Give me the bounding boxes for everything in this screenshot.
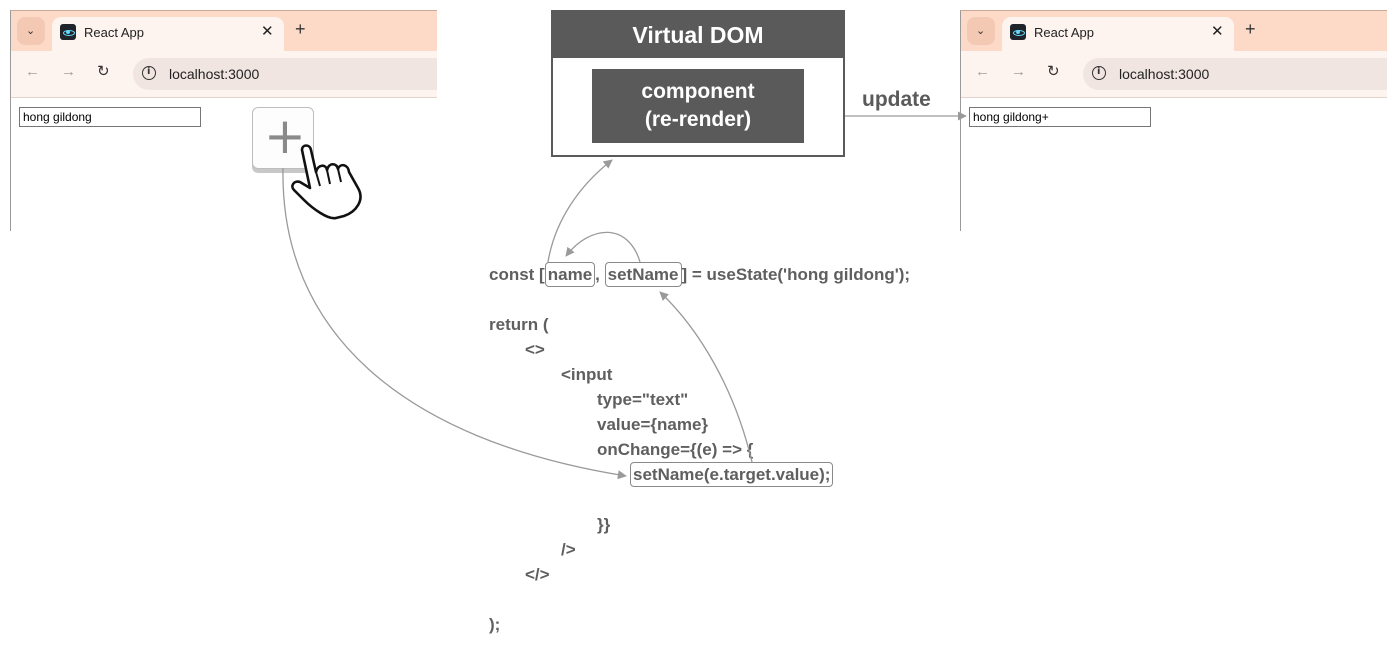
code-usestate-call: ] = useState('hong gildong');	[681, 265, 911, 284]
reload-icon[interactable]: ↻	[97, 63, 110, 80]
re-render-label: (re-render)	[644, 108, 752, 131]
browser-tab[interactable]: React App ✕	[1002, 17, 1234, 51]
code-onchange-attr: onChange={(e) => {	[597, 440, 754, 459]
browser-tab[interactable]: React App ✕	[52, 17, 284, 51]
tab-title: React App	[1034, 25, 1094, 40]
reload-icon[interactable]: ↻	[1047, 63, 1060, 80]
close-icon[interactable]: ✕	[261, 23, 274, 40]
name-input[interactable]: hong gildong	[19, 107, 201, 127]
key-to-handler-arrow	[282, 167, 627, 480]
name-highlight: name	[544, 262, 596, 287]
handler-to-setname-arrow	[659, 291, 753, 463]
tab-title: React App	[84, 25, 144, 40]
back-arrow-icon[interactable]: ←	[25, 63, 40, 80]
code-return-open: return (	[489, 315, 549, 334]
code-comma: ,	[595, 265, 600, 284]
name-to-vdom-arrow	[547, 159, 613, 263]
setname-call-highlight: setName(e.target.value);	[630, 462, 834, 487]
code-fragment-close: </>	[525, 565, 550, 584]
virtual-dom-title: Virtual DOM	[553, 12, 843, 58]
pointing-hand-icon	[291, 144, 362, 220]
tab-search-button[interactable]: ⌄	[967, 17, 995, 45]
chevron-down-icon: ⌄	[976, 24, 986, 37]
code-const: const [	[489, 265, 545, 284]
setname-highlight: setName	[604, 262, 682, 287]
address-bar[interactable]: localhost:3000	[1083, 58, 1387, 90]
plus-key-label: +	[264, 107, 306, 165]
react-logo-icon	[1010, 24, 1026, 40]
component-box: component (re-render)	[592, 69, 804, 143]
forward-arrow-icon[interactable]: →	[1011, 63, 1026, 80]
code-close-braces: }}	[597, 515, 611, 534]
code-value-attr: value={name}	[597, 415, 709, 434]
code-self-close: />	[561, 540, 576, 559]
chevron-down-icon: ⌄	[26, 24, 36, 37]
react-logo-icon	[60, 24, 76, 40]
url-text: localhost:3000	[1119, 66, 1210, 82]
code-input-open: <input	[561, 365, 613, 384]
code-type-attr: type="text"	[597, 390, 689, 409]
new-tab-icon[interactable]: +	[295, 19, 306, 39]
info-icon[interactable]	[142, 66, 156, 80]
code-line-usestate: const [name, setName] = useState('hong g…	[489, 262, 911, 287]
component-label: component	[641, 80, 755, 103]
virtual-dom-box: Virtual DOM component (re-render)	[551, 10, 845, 157]
new-tab-icon[interactable]: +	[1245, 19, 1256, 39]
browser-after: ⌄ React App ✕ + ← → ↻ localhost:3000 hon…	[960, 10, 1387, 231]
code-setname-call: setName(e.target.value);	[630, 462, 834, 487]
code-fragment-open: <>	[525, 340, 545, 359]
browser-toolbar: ← → ↻ localhost:3000	[961, 51, 1387, 98]
info-icon[interactable]	[1092, 66, 1106, 80]
tab-strip: ⌄ React App ✕ +	[961, 11, 1387, 51]
code-return-close: );	[489, 615, 501, 634]
address-bar[interactable]: localhost:3000	[133, 58, 437, 90]
url-text: localhost:3000	[169, 66, 260, 82]
tab-strip: ⌄ React App ✕ +	[11, 11, 437, 51]
close-icon[interactable]: ✕	[1211, 23, 1224, 40]
tab-search-button[interactable]: ⌄	[17, 17, 45, 45]
name-input-updated[interactable]: hong gildong+	[969, 107, 1151, 127]
setname-to-name-arrow	[565, 231, 641, 263]
browser-toolbar: ← → ↻ localhost:3000	[11, 51, 437, 98]
back-arrow-icon[interactable]: ←	[975, 63, 990, 80]
forward-arrow-icon[interactable]: →	[61, 63, 76, 80]
browser-before: ⌄ React App ✕ + ← → ↻ localhost:3000 hon…	[10, 10, 437, 231]
update-label: update	[862, 88, 931, 111]
